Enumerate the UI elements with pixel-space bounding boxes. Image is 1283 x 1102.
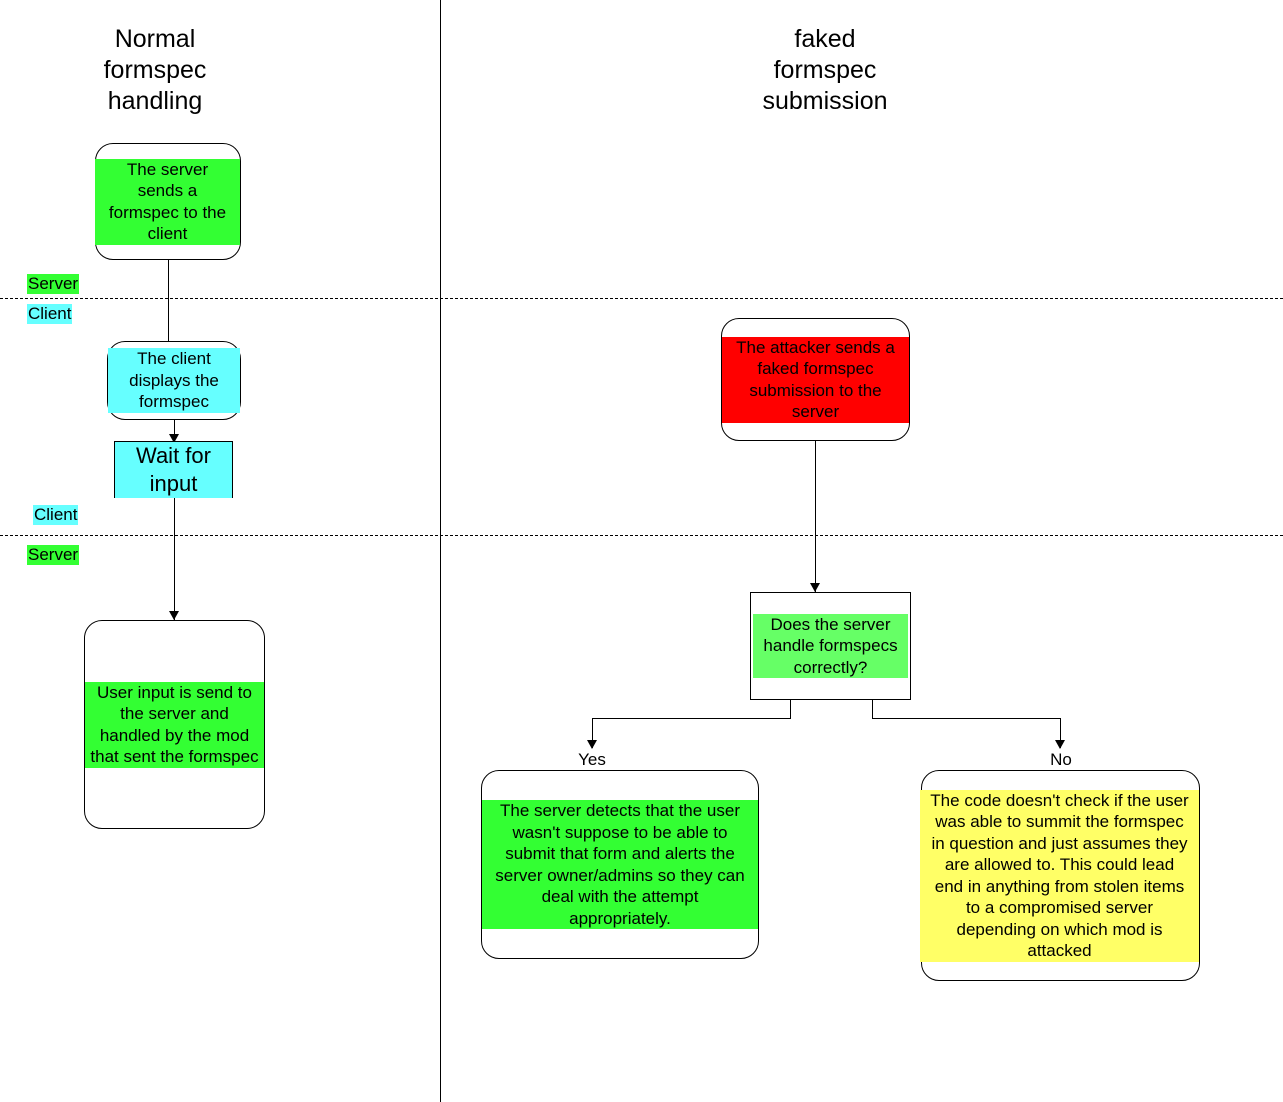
- node-outcome-exploited[interactable]: The code doesn't check if the user was a…: [920, 770, 1200, 981]
- lane-label-client-top: Client: [27, 304, 73, 324]
- node-server-sends-formspec-label: The server sends a formspec to the clien…: [95, 158, 240, 245]
- node-attacker-sends-faked-formspec-label: The attacker sends a faked formspec subm…: [722, 336, 909, 423]
- right-column-title: faked formspec submission: [762, 25, 888, 115]
- connector-decision-yes-stub: [790, 700, 791, 718]
- lane-label-server-top: Server: [27, 274, 80, 294]
- lane-label-client-bottom: Client: [33, 505, 79, 525]
- connector-decision-no-horizontal: [872, 718, 1061, 719]
- node-outcome-detected-label: The server detects that the user wasn't …: [482, 800, 758, 929]
- connector-decision-yes-drop: [592, 718, 593, 748]
- connector-server-to-client: [168, 260, 169, 342]
- node-wait-for-input-label: Wait for input: [115, 441, 232, 498]
- arrowhead-decision-no: [1055, 740, 1065, 749]
- arrowhead-decision-yes: [587, 740, 597, 749]
- node-client-displays-formspec-label: The client displays the formspec: [108, 348, 240, 413]
- connector-client-to-wait: [174, 419, 175, 441]
- node-user-input-sent[interactable]: User input is send to the server and han…: [84, 620, 265, 829]
- node-server-sends-formspec[interactable]: The server sends a formspec to the clien…: [95, 143, 241, 260]
- lane-divider-server-client: [0, 298, 1283, 299]
- node-attacker-sends-faked-formspec[interactable]: The attacker sends a faked formspec subm…: [721, 318, 910, 441]
- column-divider: [440, 0, 441, 1102]
- lane-label-server-bottom: Server: [27, 545, 80, 565]
- node-decision-handle-formspecs[interactable]: Does the server handle formspecs correct…: [750, 592, 911, 700]
- connector-decision-yes-horizontal: [592, 718, 791, 719]
- branch-label-yes: Yes: [578, 750, 606, 769]
- connector-attacker-to-decision: [815, 441, 816, 592]
- connector-decision-no-stub: [872, 700, 873, 718]
- connector-wait-to-userinput: [174, 498, 175, 620]
- node-outcome-detected[interactable]: The server detects that the user wasn't …: [481, 770, 759, 959]
- node-user-input-sent-label: User input is send to the server and han…: [85, 681, 264, 768]
- node-client-displays-formspec[interactable]: The client displays the formspec: [107, 341, 241, 420]
- branch-label-no: No: [1050, 750, 1072, 769]
- node-decision-handle-formspecs-label: Does the server handle formspecs correct…: [753, 613, 908, 679]
- arrowhead-client-to-wait: [169, 434, 179, 443]
- left-column-title: Normal formspec handling: [103, 25, 207, 115]
- arrowhead-attacker-to-decision: [810, 583, 820, 592]
- connector-decision-no-drop: [1060, 718, 1061, 748]
- node-wait-for-input[interactable]: Wait for input: [114, 441, 233, 498]
- node-outcome-exploited-label: The code doesn't check if the user was a…: [920, 789, 1199, 962]
- lane-divider-client-server: [0, 535, 1283, 536]
- arrowhead-wait-to-userinput: [169, 611, 179, 620]
